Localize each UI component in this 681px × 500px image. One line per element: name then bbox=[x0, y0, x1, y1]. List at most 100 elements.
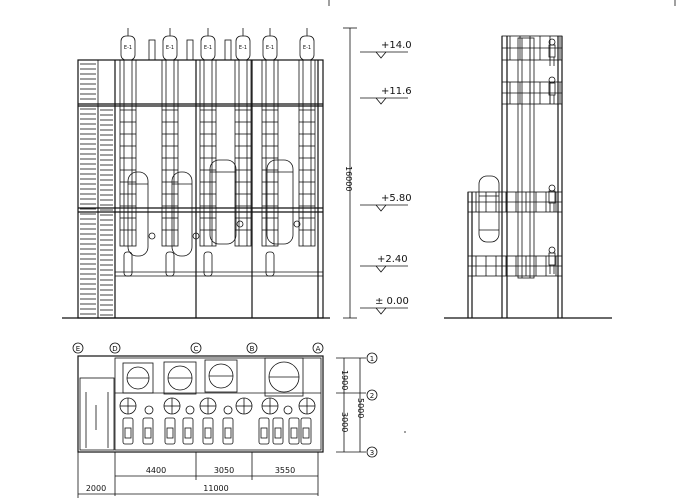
heating-tube bbox=[261, 59, 279, 247]
side-elevation-view bbox=[444, 35, 612, 319]
dimension-label: 11000 bbox=[203, 484, 228, 493]
pump-plan bbox=[272, 417, 284, 445]
vessel-tag: E-1 bbox=[239, 45, 247, 51]
pump-plan bbox=[164, 417, 176, 445]
dimension-label: 1900 bbox=[340, 370, 349, 390]
pump bbox=[123, 251, 133, 277]
front-elevation-view: E-1 E-1 E-1 E-1 E-1 E-1 bbox=[62, 28, 330, 319]
overall-height-label: 16000 bbox=[344, 166, 353, 191]
elevation-marker-11-6: +11.6 bbox=[360, 86, 412, 105]
evaporator-unit: E-1 bbox=[161, 28, 179, 247]
row-axis-bubbles: 1 2 3 1900 3000 5000 bbox=[336, 352, 378, 458]
elevation-label: ± 0.00 bbox=[375, 296, 409, 307]
nozzle bbox=[186, 39, 194, 61]
svg-text:3: 3 bbox=[370, 449, 374, 457]
heating-tube bbox=[161, 59, 179, 247]
svg-text:D: D bbox=[112, 345, 117, 353]
separator-vessel bbox=[209, 159, 244, 245]
worker-figure bbox=[548, 184, 556, 212]
pump-plan bbox=[182, 417, 194, 445]
nozzle bbox=[224, 39, 232, 61]
axis-bubble: 1 bbox=[366, 352, 378, 364]
heating-tube bbox=[199, 59, 217, 247]
dimension-label: 3000 bbox=[340, 412, 349, 432]
pump-plan bbox=[288, 417, 300, 445]
nozzle-plan bbox=[223, 405, 233, 415]
valve bbox=[148, 232, 156, 240]
dimension-label: 5000 bbox=[356, 398, 365, 418]
valve bbox=[293, 220, 301, 228]
evaporator-plan bbox=[119, 397, 137, 415]
evaporator-plan bbox=[235, 397, 253, 415]
dimension-label: 3050 bbox=[214, 466, 234, 475]
separator-vessel bbox=[127, 171, 156, 257]
evaporator-unit: E-1 bbox=[199, 28, 217, 247]
pump bbox=[203, 251, 213, 277]
svg-text:C: C bbox=[194, 345, 199, 353]
elevation-label: +2.40 bbox=[377, 254, 408, 265]
evaporator-column bbox=[517, 37, 535, 279]
valve bbox=[192, 232, 200, 240]
plan-dimensions-bottom: 4400 3050 3550 2000 11000 bbox=[77, 452, 319, 498]
axis-bubble: A bbox=[312, 342, 324, 354]
svg-text:A: A bbox=[316, 345, 321, 353]
vessel-tag: E-1 bbox=[204, 45, 212, 51]
evaporator-unit: E-1 bbox=[261, 28, 279, 247]
pump-plan bbox=[202, 417, 214, 445]
worker-figures bbox=[548, 38, 556, 274]
elevation-marker-5-8: +5.80 bbox=[360, 193, 412, 212]
dimension-label: 2000 bbox=[86, 484, 106, 493]
evaporator-plan bbox=[261, 397, 279, 415]
axis-bubble: D bbox=[109, 342, 121, 354]
elevation-marker-14: +14.0 bbox=[360, 40, 412, 59]
pump-plan bbox=[142, 417, 154, 445]
separator-vessel bbox=[478, 175, 500, 243]
dimension-label: 3550 bbox=[275, 466, 295, 475]
nozzle-plan bbox=[144, 405, 154, 415]
worker-figure bbox=[548, 38, 556, 66]
nozzle-plan bbox=[185, 405, 195, 415]
evaporator-unit: E-1 bbox=[234, 28, 252, 247]
separator-vessel bbox=[266, 159, 301, 245]
separator-plan bbox=[264, 357, 304, 397]
plan-equipment bbox=[119, 357, 316, 445]
pump-plan bbox=[122, 417, 134, 445]
pump bbox=[265, 251, 275, 277]
elevation-label: +14.0 bbox=[381, 40, 412, 51]
plan-outline bbox=[77, 355, 324, 453]
evaporator-plan bbox=[163, 397, 181, 415]
svg-text:E: E bbox=[76, 345, 80, 353]
nozzle bbox=[148, 39, 156, 61]
elevation-marker-2-4: +2.40 bbox=[360, 254, 408, 273]
elevation-marker-0: ± 0.00 bbox=[360, 296, 409, 315]
separator-plan bbox=[163, 361, 197, 395]
svg-text:B: B bbox=[250, 345, 255, 353]
stair-tower bbox=[77, 59, 116, 319]
stair-flight bbox=[97, 105, 116, 319]
evaporator-unit: E-1 bbox=[298, 28, 316, 247]
pump-plan bbox=[258, 417, 270, 445]
axis-bubble: C bbox=[190, 342, 202, 354]
axis-bubble: B bbox=[246, 342, 258, 354]
worker-figure bbox=[548, 76, 556, 104]
nozzle-plan bbox=[283, 405, 293, 415]
pump-plan bbox=[300, 417, 312, 445]
axis-bubble: 2 bbox=[366, 389, 378, 401]
separator-plan bbox=[122, 362, 154, 394]
vessel-tag: E-1 bbox=[166, 45, 174, 51]
evaporator-plan bbox=[298, 397, 316, 415]
vessel-tag: E-1 bbox=[124, 45, 132, 51]
valve bbox=[236, 220, 244, 228]
vessel-tag: E-1 bbox=[303, 45, 311, 51]
svg-text:2: 2 bbox=[370, 392, 374, 400]
worker-figure bbox=[548, 246, 556, 274]
axis-bubble: 3 bbox=[366, 446, 378, 458]
elevation-markers: +14.0 +11.6 +5.80 +2.40 ± 0.00 16000 bbox=[343, 27, 412, 319]
elevation-label: +5.80 bbox=[381, 193, 412, 204]
pump-plan bbox=[222, 417, 234, 445]
vessel-tag: E-1 bbox=[266, 45, 274, 51]
column-axis-bubbles: E D C B A bbox=[72, 342, 324, 354]
pump bbox=[165, 251, 175, 277]
heating-tube bbox=[298, 59, 316, 247]
